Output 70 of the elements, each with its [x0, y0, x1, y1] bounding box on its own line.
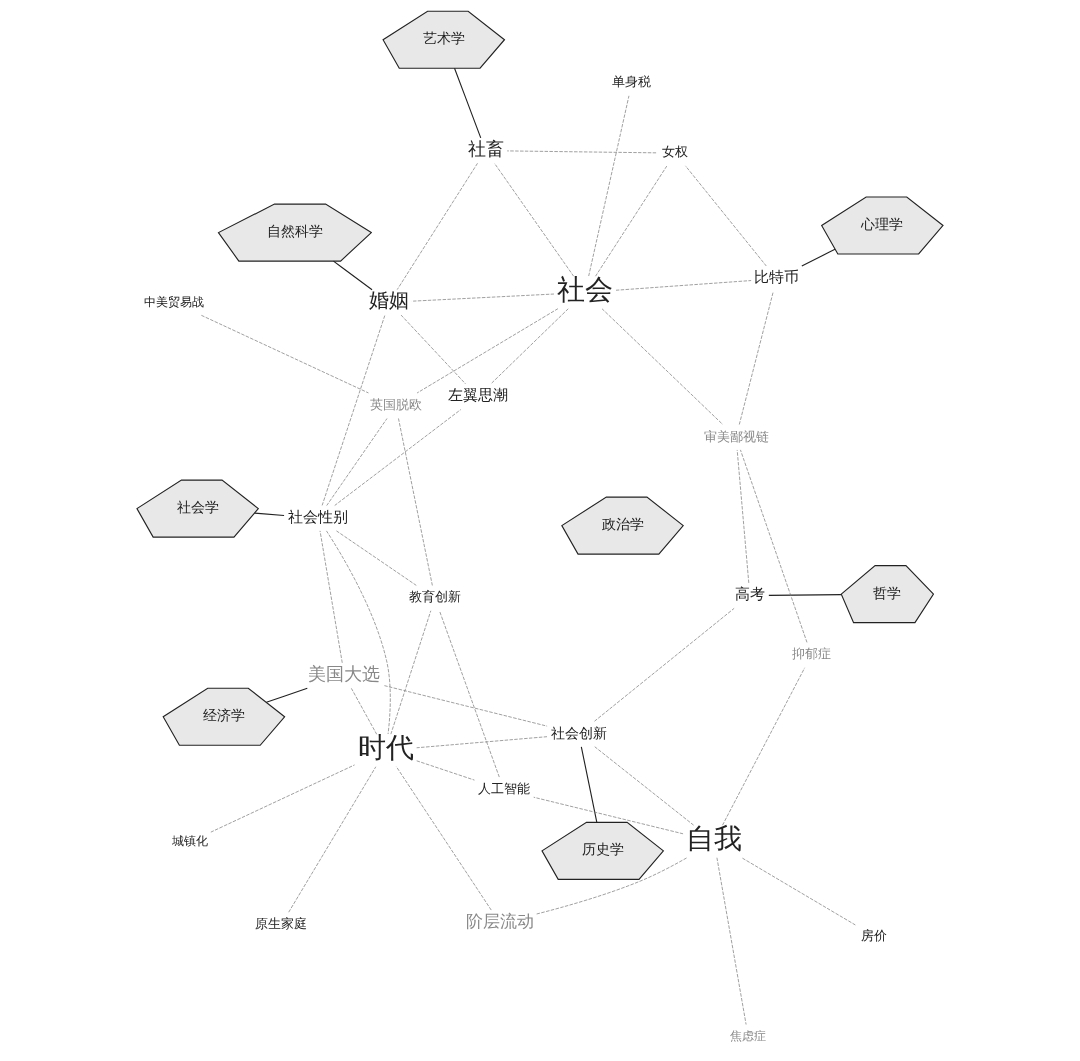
connector	[741, 857, 856, 926]
connector	[332, 260, 373, 291]
node-text: 单身税	[612, 74, 652, 90]
connector	[736, 449, 750, 584]
connector	[319, 530, 343, 664]
connector	[416, 308, 559, 394]
connector	[416, 736, 548, 749]
connector	[201, 314, 369, 394]
connector	[506, 150, 657, 154]
connector	[390, 610, 432, 735]
connector	[396, 162, 478, 290]
node-text: 城镇化	[171, 833, 208, 848]
connector	[536, 857, 688, 915]
node-text: 焦虑症	[730, 1029, 767, 1044]
node-text: 时代	[357, 731, 414, 765]
connector	[326, 530, 391, 735]
connector	[738, 291, 774, 425]
node-text: 阶层流动	[465, 911, 534, 932]
node-text: 审美鄙视链	[703, 428, 769, 444]
connector	[494, 163, 574, 277]
connector	[334, 409, 462, 506]
connector	[453, 67, 482, 139]
node-text: 人工智能	[477, 781, 530, 797]
connector	[336, 530, 417, 586]
connector	[288, 766, 377, 913]
connector	[439, 610, 500, 778]
node-text: 自我	[686, 822, 743, 856]
connector	[351, 688, 378, 735]
node-text: 社会创新	[550, 724, 607, 741]
node-text: 美国大选	[308, 663, 381, 685]
connector	[615, 280, 752, 291]
node-text: 社会性别	[287, 508, 348, 527]
node-text: 教育创新	[408, 589, 461, 605]
connector	[400, 314, 466, 385]
node-text: 抑郁症	[791, 646, 831, 662]
node-text: 社畜	[467, 138, 504, 160]
node-text: 左翼思潮	[447, 386, 508, 404]
connector	[685, 165, 767, 267]
connector	[416, 760, 475, 781]
connector	[594, 608, 735, 722]
node-text: 比特币	[754, 268, 800, 286]
connector	[398, 418, 433, 586]
connector	[533, 796, 684, 835]
node-text: 原生家庭	[255, 916, 308, 932]
connector	[722, 667, 806, 826]
node-text: 高考	[734, 585, 765, 603]
connector	[716, 857, 747, 1025]
connector	[210, 764, 355, 833]
connector	[588, 95, 630, 277]
node-text: 社会	[557, 273, 614, 307]
connector	[254, 512, 285, 517]
connector	[490, 308, 569, 385]
node-text: 房价	[861, 927, 888, 943]
connector	[580, 746, 598, 823]
connector	[768, 594, 842, 596]
connector	[411, 293, 555, 302]
connector	[395, 766, 492, 911]
connector	[740, 449, 808, 643]
connector	[265, 687, 308, 703]
connector	[601, 308, 724, 425]
node-text: 英国脱欧	[369, 396, 422, 412]
connector	[384, 685, 548, 727]
connector	[321, 314, 386, 506]
connector	[594, 746, 694, 826]
connector	[326, 418, 388, 506]
connector	[801, 248, 836, 267]
node-text: 婚姻	[369, 289, 410, 313]
node-text: 中美贸易战	[144, 294, 205, 309]
connector	[595, 165, 668, 277]
node-text: 女权	[662, 144, 689, 160]
